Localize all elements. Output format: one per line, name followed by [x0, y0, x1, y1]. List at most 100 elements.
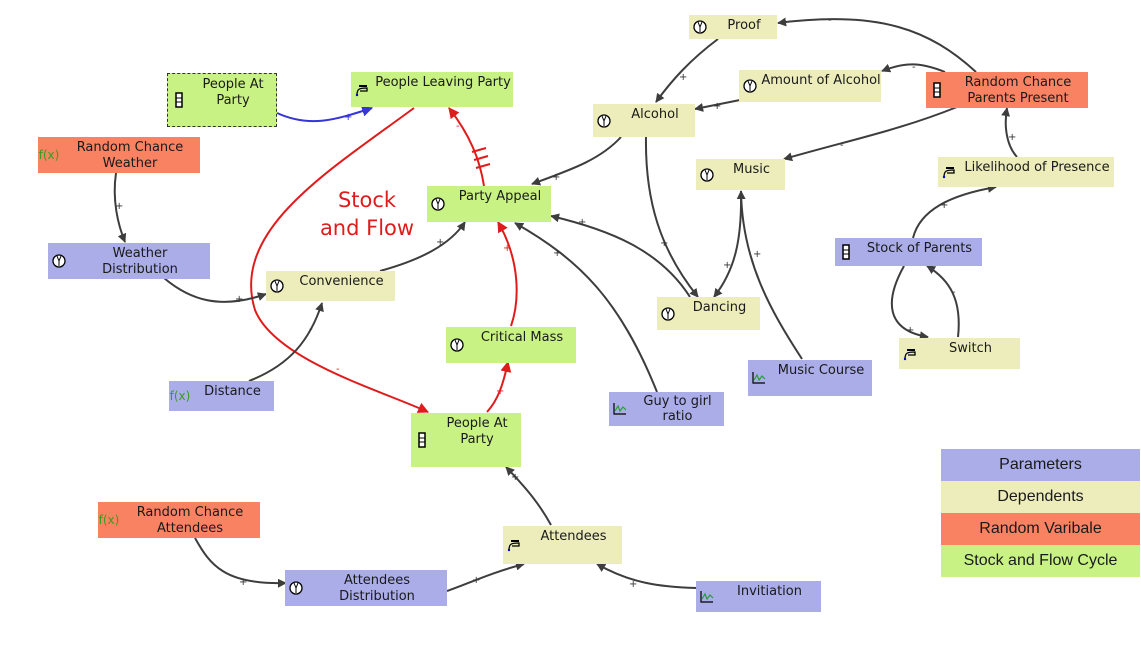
node-switch[interactable]: Switch	[899, 338, 1020, 369]
node-label: Music Course	[777, 363, 865, 378]
node-attendees-distribution[interactable]: Attendees Distribution	[285, 570, 447, 606]
link-parents-to-amount[interactable]	[881, 63, 946, 73]
node-amount-of-alcohol[interactable]: Amount of Alcohol	[739, 70, 881, 102]
svg-text:+: +	[235, 294, 243, 305]
link-leaving-to-people[interactable]	[250, 107, 430, 413]
link-distance-to-convenience[interactable]	[248, 302, 324, 382]
link-people-to-critical[interactable]	[486, 360, 512, 413]
stock-and-flow-annotation: Stock and Flow	[319, 188, 415, 240]
function-icon: f(x)	[169, 389, 191, 403]
link-stock-to-switch[interactable]	[890, 265, 929, 341]
link-weather-to-distribution[interactable]	[113, 172, 127, 243]
link-music-dancing[interactable]	[713, 190, 746, 298]
node-random-chance-parents[interactable]: Random Chance Parents Present	[926, 72, 1088, 108]
variable-gauge-icon	[657, 297, 679, 330]
node-music-course[interactable]: Music Course	[748, 360, 872, 396]
node-party-appeal[interactable]: Party Appeal	[427, 186, 551, 222]
node-label: People At Party	[446, 416, 508, 447]
flow-valve-icon	[503, 526, 525, 564]
node-alcohol[interactable]: Alcohol	[593, 104, 695, 137]
node-people-at-party[interactable]: People At Party	[411, 413, 521, 467]
function-icon: f(x)	[38, 148, 60, 162]
graph-lookup-icon	[696, 581, 718, 612]
svg-text:+: +	[660, 238, 668, 249]
legend-dependents: Dependents	[941, 481, 1140, 513]
stock-icon	[411, 413, 433, 467]
svg-text:-: -	[912, 62, 916, 73]
node-guy-to-girl-ratio[interactable]: Guy to girl ratio	[609, 392, 724, 426]
svg-text:+: +	[115, 201, 123, 212]
node-label: People At Party	[202, 77, 264, 108]
delay-mark-1	[471, 147, 491, 169]
svg-text:+: +	[344, 112, 352, 123]
link-dist-to-attendees[interactable]	[446, 561, 525, 592]
node-likelihood-of-presence[interactable]: Likelihood of Presence	[938, 157, 1114, 187]
node-distance[interactable]: f(x) Distance	[169, 381, 274, 411]
legend-parameters: Parameters	[941, 449, 1140, 481]
svg-text:+: +	[578, 217, 586, 228]
variable-gauge-icon	[266, 271, 288, 301]
svg-text:+: +	[753, 249, 761, 260]
node-label: Random Chance Parents Present	[964, 75, 1072, 106]
svg-text:+: +	[679, 72, 687, 83]
link-amount-to-alcohol[interactable]	[694, 99, 741, 112]
link-alcohol-to-dancing[interactable]	[644, 136, 699, 298]
svg-text:+: +	[511, 472, 519, 483]
node-convenience[interactable]: Convenience	[266, 271, 395, 301]
node-stock-of-parents[interactable]: Stock of Parents	[835, 238, 982, 266]
node-label: Attendees	[540, 529, 607, 544]
link-critical-to-appeal[interactable]	[497, 221, 518, 327]
svg-text:-: -	[456, 121, 460, 132]
link-proof-to-alcohol[interactable]	[655, 38, 719, 103]
node-label: Amount of Alcohol	[761, 73, 881, 88]
node-proof[interactable]: Proof	[689, 15, 777, 39]
svg-text:-: -	[828, 15, 832, 26]
node-label: Dancing	[692, 300, 747, 315]
node-people-at-party-ghost[interactable]: People At Party	[167, 73, 277, 127]
link-random-to-attendees-dist[interactable]	[194, 537, 287, 588]
svg-text:+: +	[906, 325, 914, 336]
link-ratio-to-appeal[interactable]	[514, 222, 658, 393]
link-stock-to-likelihood[interactable]	[912, 183, 997, 239]
variable-gauge-icon	[427, 186, 449, 222]
node-label: Proof	[727, 18, 761, 33]
variable-gauge-icon	[285, 570, 307, 606]
link-distribution-to-convenience[interactable]	[163, 277, 267, 303]
legend: Parameters Dependents Random Varibale St…	[941, 449, 1140, 577]
node-people-leaving-party[interactable]: People Leaving Party	[351, 72, 513, 107]
node-label: Weather Distribution	[102, 246, 178, 277]
link-invitiation-to-attendees[interactable]	[596, 563, 697, 589]
link-attendees-to-people[interactable]	[505, 466, 552, 526]
node-dancing[interactable]: Dancing	[657, 297, 760, 330]
variable-gauge-icon	[48, 243, 70, 279]
link-likelihood-to-parents[interactable]	[1001, 107, 1018, 158]
link-alcohol-to-appeal[interactable]	[531, 136, 622, 186]
svg-text:+: +	[239, 577, 247, 588]
link-dancing-to-appeal[interactable]	[550, 213, 691, 298]
link-convenience-to-appeal[interactable]	[379, 221, 466, 272]
node-attendees[interactable]: Attendees	[503, 526, 622, 564]
node-label: Attendees Distribution	[339, 573, 415, 604]
svg-text:+: +	[713, 101, 721, 112]
link-parents-to-music[interactable]	[783, 106, 958, 162]
link-appeal-to-leaving[interactable]	[448, 107, 485, 187]
node-label: Music	[733, 162, 770, 177]
legend-stock-and-flow-cycle: Stock and Flow Cycle	[941, 545, 1140, 577]
svg-text:+: +	[629, 579, 637, 590]
link-parents-to-proof[interactable]	[777, 17, 977, 73]
svg-text:+: +	[496, 386, 504, 397]
link-course-to-music[interactable]	[740, 190, 803, 360]
link-switch-to-stock[interactable]	[926, 265, 960, 338]
node-music[interactable]: Music	[696, 159, 785, 190]
node-weather-distribution[interactable]: Weather Distribution	[48, 243, 210, 279]
svg-text:+: +	[472, 575, 480, 586]
link-ghost-people-to-leaving[interactable]	[276, 105, 374, 123]
node-random-chance-attendees[interactable]: f(x) Random Chance Attendees	[98, 502, 260, 538]
node-random-chance-weather[interactable]: f(x) Random Chance Weather	[38, 137, 200, 173]
node-critical-mass[interactable]: Critical Mass	[446, 327, 576, 363]
svg-text:+: +	[1008, 132, 1016, 143]
node-invitiation[interactable]: Invitiation	[696, 581, 821, 612]
node-label: Switch	[949, 341, 992, 356]
node-label: Party Appeal	[458, 189, 542, 204]
